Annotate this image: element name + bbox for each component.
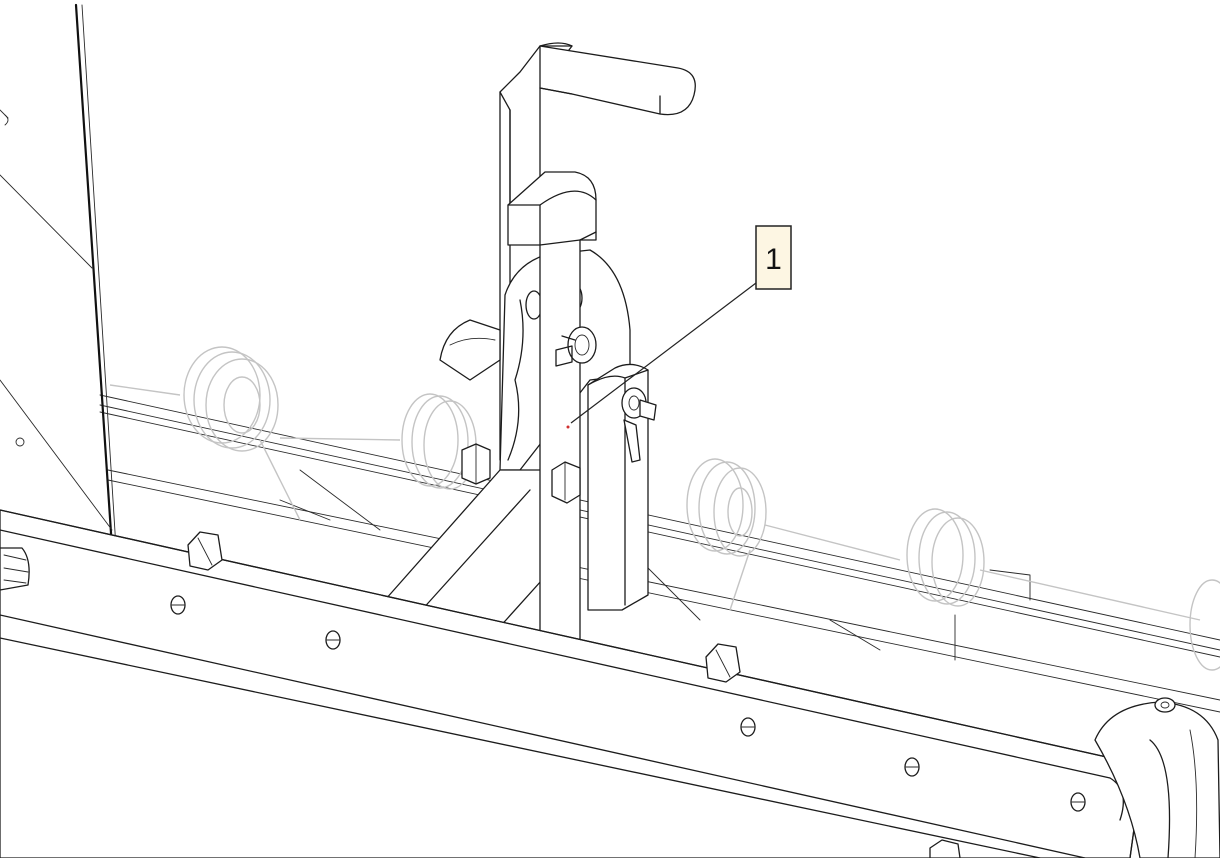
rear-roller (439, 319, 501, 381)
beam-end-fitting (0, 547, 30, 591)
spring-tine (109, 346, 301, 521)
beam-clamp (705, 643, 741, 683)
callout-box (755, 225, 792, 290)
bottom-nut (929, 839, 961, 858)
side-panel (0, 3, 117, 550)
post-fasteners (461, 326, 597, 504)
spring-tine (1189, 579, 1220, 671)
front-beam (0, 509, 1143, 858)
beam-holes (170, 595, 1086, 812)
right-hub (1094, 697, 1220, 858)
callout-1: 1 (570, 225, 792, 424)
callout-label: 1 (765, 243, 782, 276)
side-bracket (587, 363, 657, 611)
reference-dot (566, 425, 570, 429)
callout-leader (570, 282, 757, 424)
spring-tine (279, 393, 477, 490)
spring-tine (906, 508, 1201, 621)
beam-clamp (187, 531, 223, 571)
spring-tine (686, 458, 901, 611)
